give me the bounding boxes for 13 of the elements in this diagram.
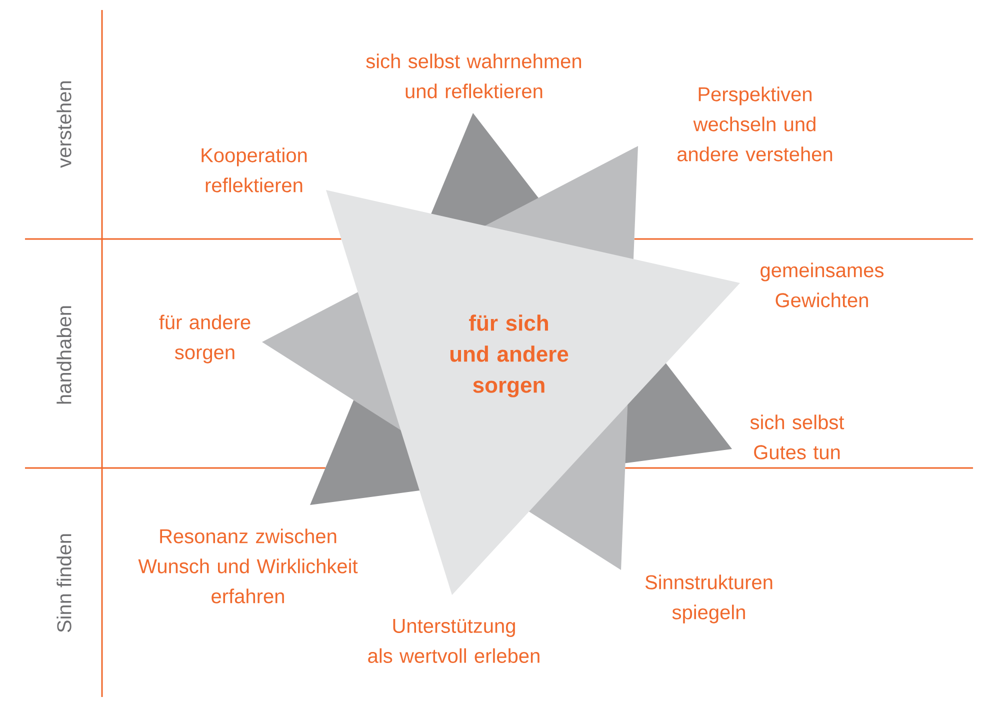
tip-label: gemeinsames Gewichten [760,262,884,308]
tip-label: Unterstützung als wertvoll erleben [368,619,540,663]
row-label: handhaben [56,306,72,404]
center-label: für sich und andere sorgen [450,314,568,398]
row-label: Sinn finden [56,534,72,632]
tip-label: sich selbst Gutes tun [750,414,844,460]
tip-label: Perspektiven wechseln und andere verstehen [677,86,832,162]
tip-label: Kooperation reflektieren [202,148,307,192]
tip-label: sich selbst wahrnehmen und reflektieren [366,54,582,98]
tip-label: Sinnstrukturen spiegeln [645,574,772,624]
tip-label: für andere sorgen [159,314,250,364]
tip-label: Resonanz zwischen Wunsch und Wirklichkeit erfahren [138,528,358,604]
row-label: verstehen [56,81,72,168]
